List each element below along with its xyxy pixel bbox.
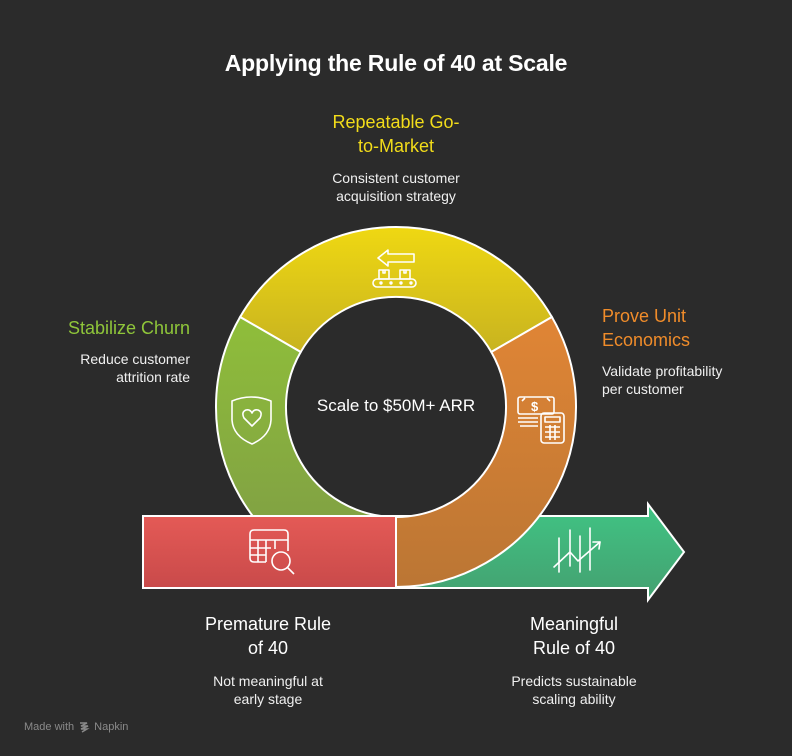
churn-description: Reduce customer attrition rate — [80, 351, 190, 385]
napkin-brand-text: Napkin — [94, 721, 129, 733]
hub-label: Scale to $50M+ ARR — [316, 396, 476, 415]
premature-stage-description: Not meaningful at early stage — [213, 673, 323, 707]
money-calculator-icon: $ — [517, 396, 565, 444]
label-meaningful-stage: Meaningful Rule of 40 Predicts sustainab… — [474, 612, 674, 708]
meaningful-stage-heading: Meaningful Rule of 40 — [529, 614, 619, 658]
conveyor-belt-icon — [372, 249, 417, 288]
napkin-logo-icon — [80, 722, 90, 733]
made-with-text: Made with — [24, 721, 75, 733]
diagram-title: Applying the Rule of 40 at Scale — [224, 50, 568, 76]
ring-segment-unit-economics — [395, 315, 577, 589]
unit-economics-heading: Prove Unit Economics — [602, 306, 691, 350]
unit-economics-description: Validate profitability per customer — [602, 363, 723, 397]
ring-segment-go-to-market — [238, 225, 554, 354]
growth-chart-icon — [553, 527, 601, 573]
label-unit-economics: Prove Unit Economics Validate profitabil… — [602, 304, 782, 398]
meaningful-stage-description: Predicts sustainable scaling ability — [511, 673, 637, 707]
go-to-market-heading: Repeatable Go- to-Market — [332, 112, 460, 156]
table-search-icon — [249, 529, 295, 575]
label-go-to-market: Repeatable Go- to-Market Consistent cust… — [296, 110, 496, 205]
premature-stage-bar — [142, 515, 397, 589]
churn-heading: Stabilize Churn — [67, 318, 190, 338]
label-churn: Stabilize Churn Reduce customer attritio… — [20, 316, 190, 386]
label-premature-stage: Premature Rule of 40 Not meaningful at e… — [168, 612, 368, 708]
shield-heart-icon — [231, 396, 272, 445]
go-to-market-description: Consistent customer acquisition strategy — [332, 170, 460, 204]
premature-stage-heading: Premature Rule of 40 — [204, 614, 332, 658]
napkin-watermark[interactable]: Made with Napkin — [24, 721, 128, 733]
svg-text:$: $ — [531, 399, 539, 414]
